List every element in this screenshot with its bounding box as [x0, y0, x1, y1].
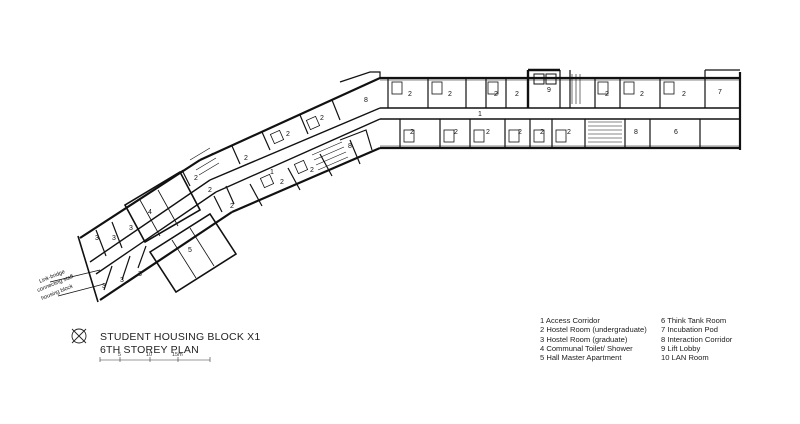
legend-item: 1 Access Corridor [540, 316, 600, 325]
legend-item: 4 Communal Toilet/ Shower [540, 343, 633, 353]
legend-column-2: 6 Think Tank Room 7 Incubation Pod 8 Int… [661, 316, 732, 362]
room-label: 6 [674, 129, 678, 136]
room-labels: 2 2 2 2 9 2 2 2 7 1 1 2 2 2 2 2 2 8 6 8 … [95, 87, 722, 290]
room-label: 2 [605, 91, 609, 98]
room-label: 2 [280, 179, 284, 186]
legend-column-1: 1 Access Corridor 2 Hostel Room (undergr… [540, 316, 647, 362]
room-label: 3 [129, 225, 133, 232]
link-bridge [49, 269, 105, 297]
middle-wing [199, 71, 381, 214]
room-label: 3 [138, 271, 142, 278]
room-label: 9 [547, 87, 551, 94]
room-label: 2 [208, 187, 212, 194]
room-label: 8 [348, 143, 352, 150]
link-bridge-note: Link-bridge connecting staff housing blo… [37, 269, 75, 302]
room-label: 2 [540, 129, 544, 136]
legend-item: 3 Hostel Room (graduate) [540, 334, 628, 344]
room-label: 8 [364, 97, 368, 104]
legend-item: 6 Think Tank Room [661, 316, 727, 325]
room-label: 2 [230, 203, 234, 210]
room-label: 2 [518, 129, 522, 136]
legend-item: 9 Lift Lobby [661, 343, 701, 353]
room-label: 2 [682, 91, 686, 98]
legend-item: 10 LAN Room [661, 353, 709, 363]
room-label: 2 [640, 91, 644, 98]
east-wing [380, 68, 742, 150]
room-label: 2 [494, 91, 498, 98]
room-label: 2 [515, 91, 519, 98]
room-label: 2 [320, 115, 324, 122]
room-label: 4 [148, 209, 152, 216]
room-label: 2 [410, 129, 414, 136]
room-label: 3 [112, 235, 116, 242]
room-label: 5 [188, 247, 192, 254]
scale-tick-label: 5 [118, 352, 122, 358]
drawing-subtitle: 6TH STOREY PLAN [100, 344, 199, 356]
legend-item: 7 Incubation Pod [661, 325, 718, 335]
room-label: 8 [634, 129, 638, 136]
room-label: 2 [244, 155, 248, 162]
scale-tick-label: 10 [146, 352, 153, 358]
drawing-title: STUDENT HOUSING BLOCK X1 [100, 331, 261, 343]
room-label: 1 [478, 111, 482, 118]
west-wing [77, 147, 238, 303]
legend-item: 8 Interaction Corridor [661, 334, 733, 344]
room-label: 2 [448, 91, 452, 98]
scale-tick-label: 15m [172, 352, 183, 358]
room-label: 3 [120, 277, 124, 284]
room-label: 1 [270, 169, 274, 176]
room-label: 2 [408, 91, 412, 98]
room-label: 2 [194, 175, 198, 182]
legend-item: 2 Hostel Room (undergraduate) [540, 325, 647, 335]
room-label: 3 [102, 283, 106, 290]
room-label: 2 [486, 129, 490, 136]
scale-bar [99, 357, 211, 362]
room-label: 2 [454, 129, 458, 136]
north-arrow-icon [71, 328, 87, 344]
room-label: 3 [95, 235, 99, 242]
legend-item: 5 Hall Master Apartment [540, 353, 622, 363]
room-label: 2 [310, 167, 314, 174]
room-label: 2 [286, 131, 290, 138]
room-label: 2 [567, 129, 571, 136]
room-label: 7 [718, 89, 722, 96]
